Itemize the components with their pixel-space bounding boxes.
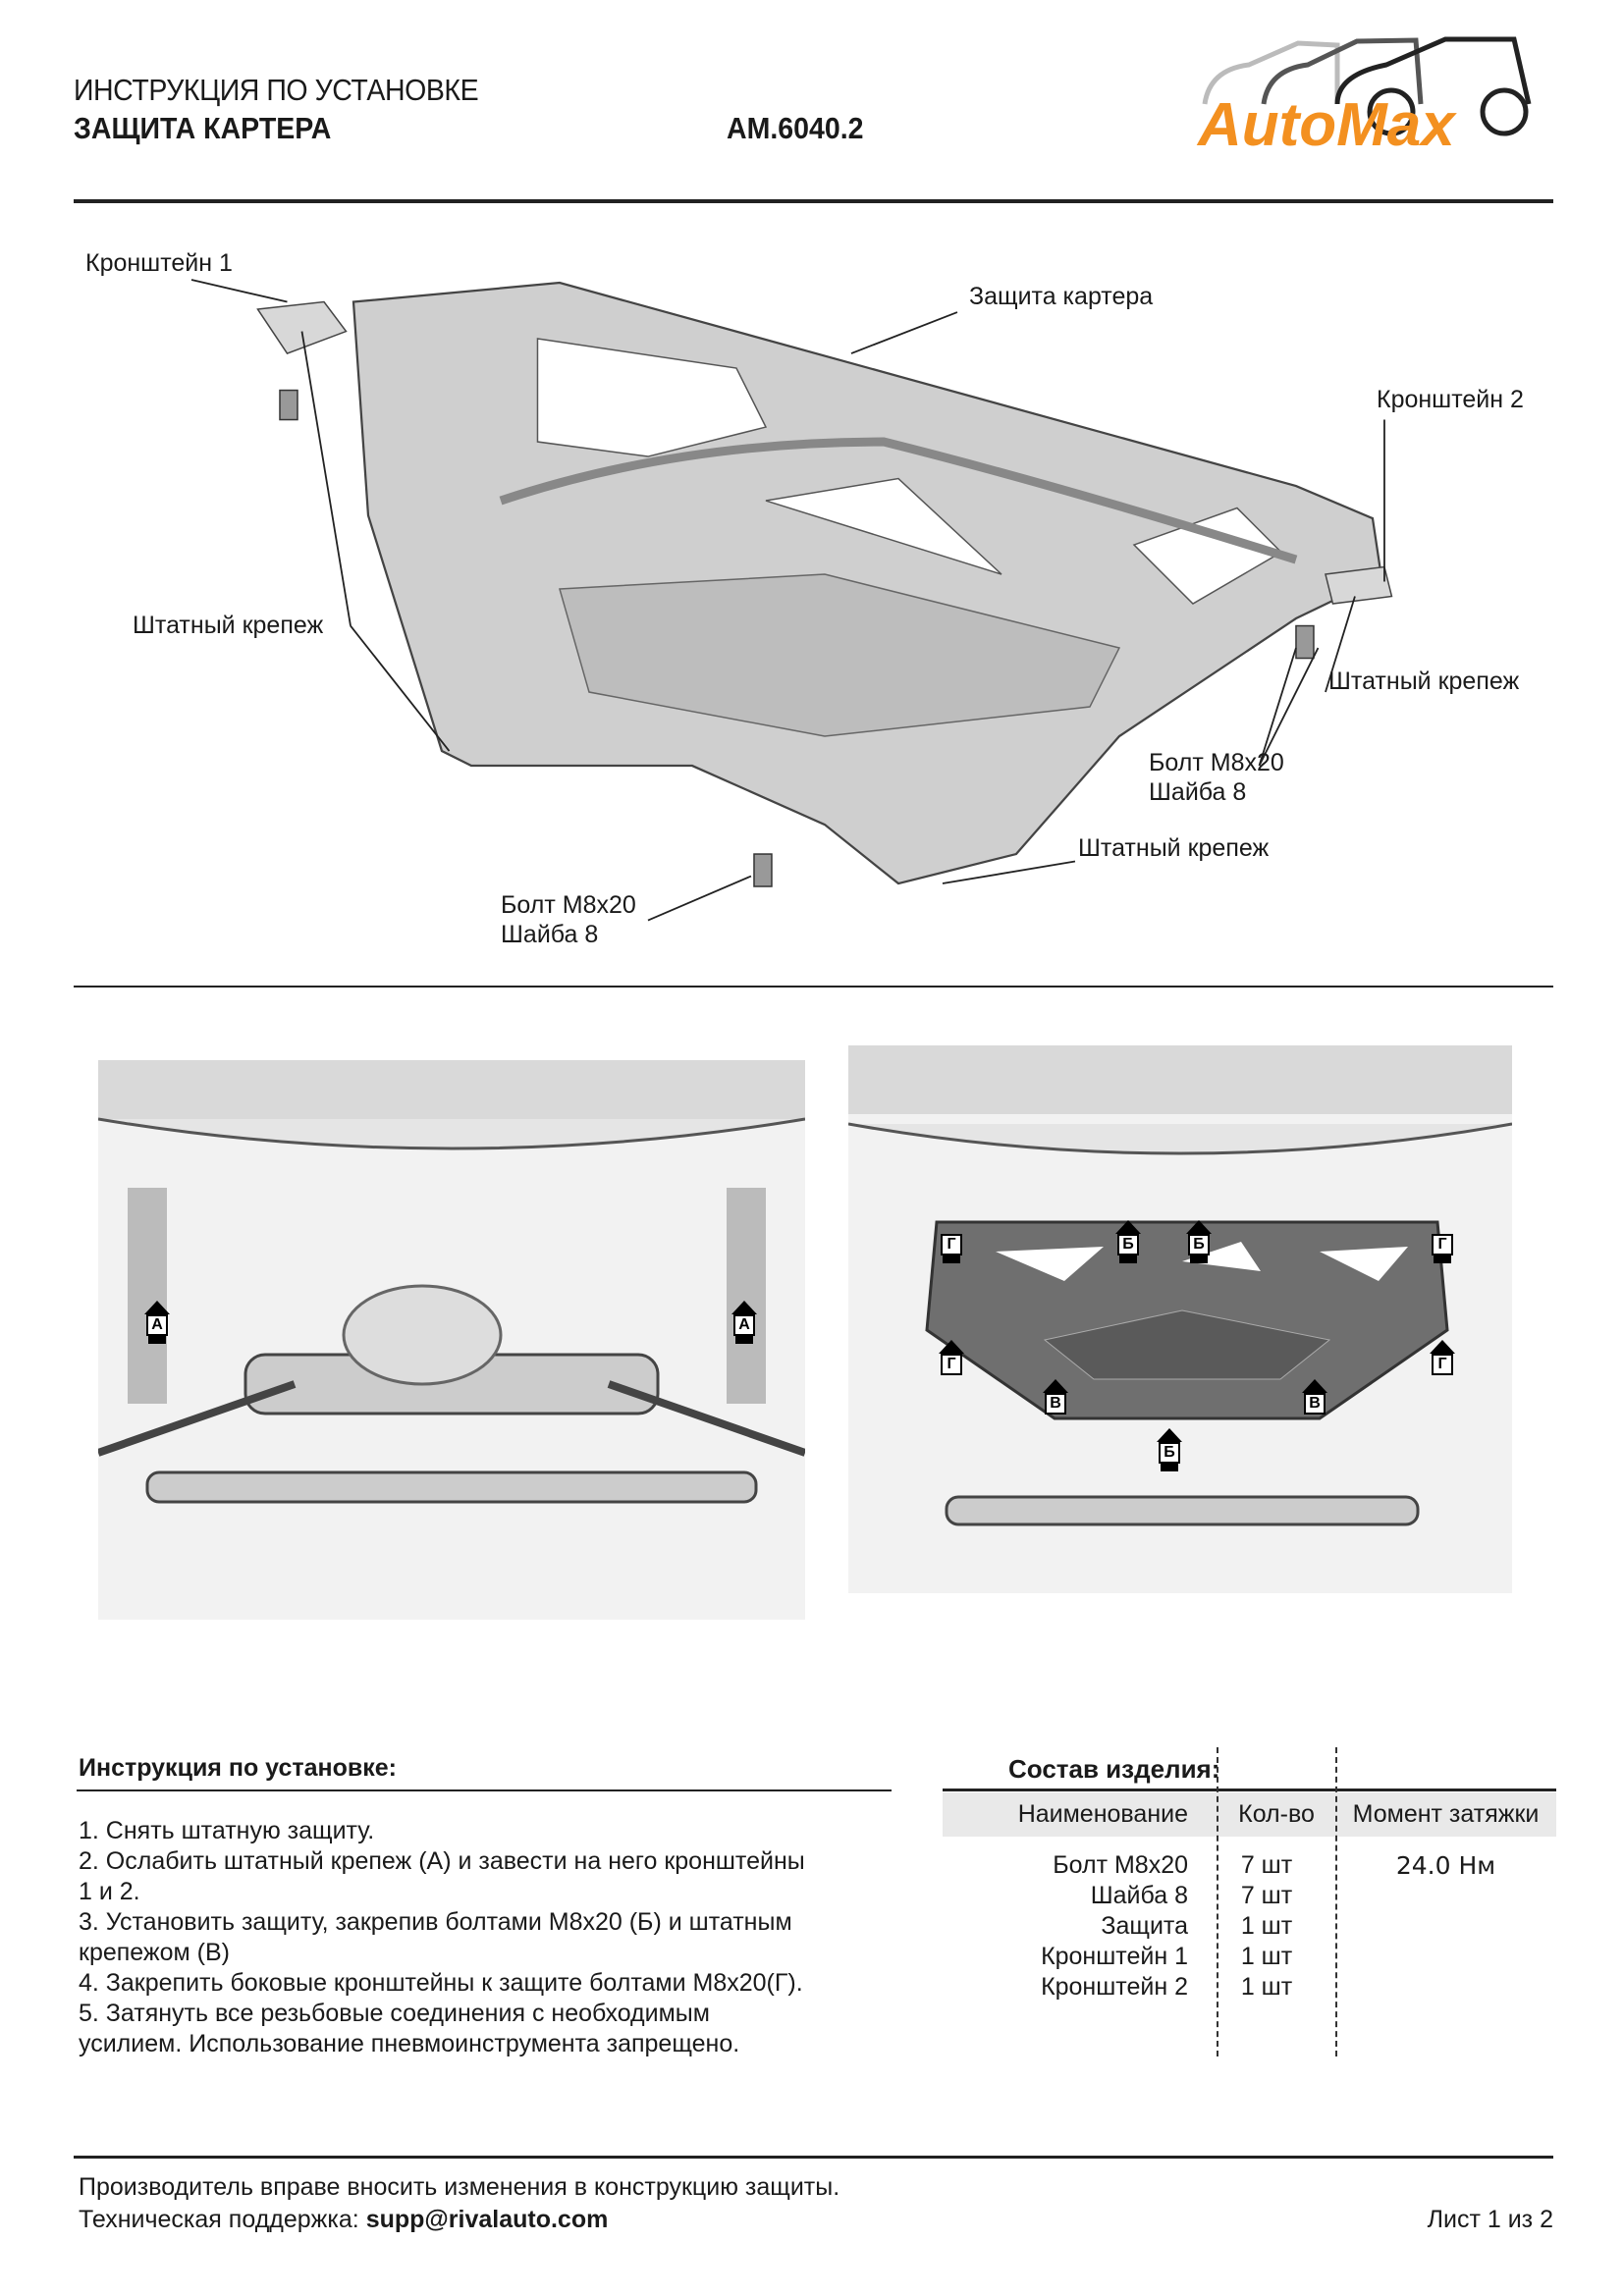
label-stock-fastener-right: Штатный крепеж <box>1328 667 1520 695</box>
column-divider <box>1217 1747 1218 2056</box>
row-name: Кронштейн 1 <box>1041 1943 1188 1970</box>
automax-logo: AutoMax <box>1190 35 1578 159</box>
marker-g-1: Г <box>939 1234 964 1263</box>
column-divider <box>1335 1747 1337 2056</box>
article-number: АМ.6040.2 <box>727 111 864 145</box>
label-bracket-2: Кронштейн 2 <box>1377 386 1524 413</box>
support-label: Техническая поддержка: <box>79 2206 366 2233</box>
step-2: 2. Ослабить штатный крепеж (А) и завести… <box>79 1847 805 1905</box>
photo-after-install: Г Б Б Г Г Г В В Б <box>848 1045 1512 1593</box>
instructions-heading: Инструкция по установке: <box>79 1754 397 1782</box>
leader-lines <box>190 279 1385 922</box>
step-1: 1. Снять штатную защиту. <box>79 1817 375 1844</box>
logo-text: AutoMax <box>1196 91 1457 158</box>
row-qty: 7 шт <box>1240 1882 1293 1909</box>
product-title: ЗАЩИТА КАРТЕРА <box>74 111 332 145</box>
marker-b-2: Б <box>1186 1220 1212 1263</box>
step-4: 4. Закрепить боковые кронштейны к защите… <box>79 1969 803 1997</box>
label-washer-right: Шайба 8 <box>1149 778 1247 806</box>
row-qty: 1 шт <box>1240 1973 1293 2001</box>
label-stock-fastener-left: Штатный крепеж <box>133 612 324 639</box>
row-name: Кронштейн 2 <box>1041 1973 1188 2001</box>
instructions-steps: 1. Снять штатную защиту. 2. Ослабить шта… <box>79 1816 903 2059</box>
names-column: Болт М8х20 Шайба 8 Защита Кронштейн 1 Кр… <box>943 1850 1188 2002</box>
label-guard: Защита картера <box>969 283 1154 310</box>
marker-b-1: Б <box>1115 1220 1141 1263</box>
label-bolt-right: Болт М8х20 <box>1149 749 1284 776</box>
col-header-qty: Кол-во <box>1238 1800 1315 1828</box>
row-qty: 1 шт <box>1240 1912 1293 1940</box>
row-name: Болт М8х20 <box>1053 1851 1188 1879</box>
row-torque: 24.0 Нм <box>1395 1851 1496 1880</box>
marker-v-2: В <box>1302 1379 1327 1415</box>
composition-header-band <box>943 1792 1556 1837</box>
row-qty: 1 шт <box>1240 1943 1293 1970</box>
header-divider <box>74 199 1553 203</box>
label-stock-fastener-bottom: Штатный крепеж <box>1078 834 1270 862</box>
footer-support: Техническая поддержка: supp@rivalauto.co… <box>79 2206 608 2234</box>
col-header-torque: Момент затяжки <box>1352 1800 1540 1828</box>
marker-g-3: Г <box>939 1340 964 1375</box>
doc-title: ИНСТРУКЦИЯ ПО УСТАНОВКЕ <box>74 73 479 107</box>
col-header-name: Наименование <box>1017 1800 1188 1828</box>
page-number: Лист 1 из 2 <box>1427 2206 1553 2233</box>
step-3: 3. Установить защиту, закрепив болтами М… <box>79 1908 792 1966</box>
row-name: Защита <box>1101 1912 1188 1940</box>
label-bolt-bottom: Болт М8х20 <box>501 891 636 919</box>
marker-g-2: Г <box>1430 1234 1455 1263</box>
row-qty: 7 шт <box>1240 1851 1293 1879</box>
marker-g-4: Г <box>1430 1340 1455 1375</box>
footer-notice: Производитель вправе вносить изменения в… <box>79 2173 840 2201</box>
torque-column: 24.0 Нм <box>1335 1850 1556 1881</box>
marker-v-1: В <box>1043 1379 1068 1415</box>
instructions-underline <box>77 1789 892 1791</box>
marker-b-3: Б <box>1157 1428 1182 1471</box>
row-name: Шайба 8 <box>1090 1882 1188 1909</box>
step-5: 5. Затянуть все резьбовые соединения с н… <box>79 2000 740 2057</box>
photo-before-install: А А <box>98 1060 805 1620</box>
marker-a-left: А <box>144 1301 170 1344</box>
support-email[interactable]: supp@rivalauto.com <box>365 2206 609 2233</box>
footer-divider <box>74 2156 1553 2159</box>
skid-plate-drawing <box>256 281 1393 887</box>
marker-a-right: А <box>731 1301 757 1344</box>
composition-rule <box>943 1789 1556 1791</box>
label-bracket-1: Кронштейн 1 <box>85 249 233 277</box>
qty-column: 7 шт 7 шт 1 шт 1 шт 1 шт <box>1218 1850 1316 2002</box>
section-divider <box>74 986 1553 988</box>
composition-heading: Состав изделия: <box>1008 1754 1220 1784</box>
label-washer-bottom: Шайба 8 <box>501 921 599 948</box>
